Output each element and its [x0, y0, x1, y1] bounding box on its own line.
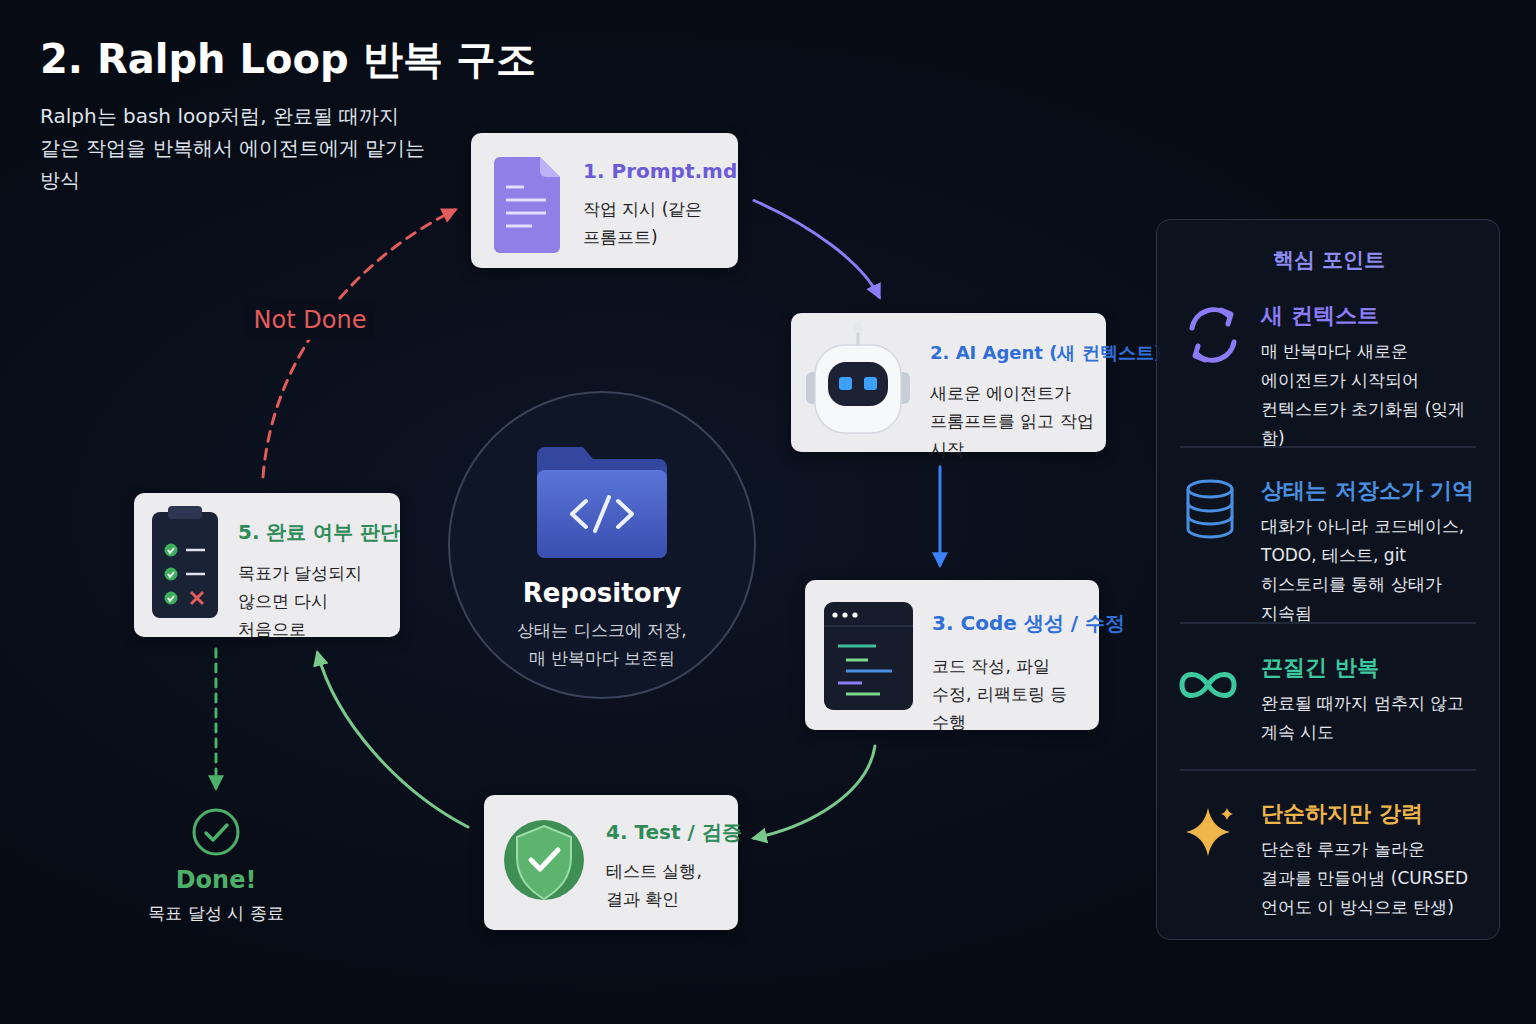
- flow-arrow: [754, 201, 879, 298]
- key-point-item: 단순하지만 강력단순한 루프가 놀라운 결과를 만들어냄 (CURSED 언어도…: [1181, 791, 1481, 936]
- node-body: 목표가 달성되지 않으면 다시 처음으로: [238, 559, 393, 643]
- node-heading: 1. Prompt.md: [583, 158, 733, 185]
- key-point-item: 끈질긴 반복완료될 때까지 멈추지 않고 계속 시도: [1181, 645, 1481, 765]
- node-body: 목표 달성 시 종료: [140, 902, 292, 925]
- end-state: Done! 목표 달성 시 종료: [140, 800, 292, 930]
- process-box: 1. Prompt.md 작업 지시 (같은 프롬프트): [471, 133, 738, 268]
- process-box: 2. AI Agent (새 컨텍스트)새로운 에이전트가 프롬프트를 읽고 작…: [791, 313, 1106, 452]
- node-body: 코드 작성, 파일 수정, 리팩토링 등 수행: [932, 652, 1092, 736]
- key-point-item: 상태는 저장소가 기억대화가 아니라 코드베이스, TODO, 테스트, git…: [1181, 468, 1481, 618]
- circle-shape: [449, 392, 755, 698]
- flow-arrow: [263, 210, 455, 477]
- diagram-title: 2. Ralph Loop 반복 구조: [40, 32, 536, 86]
- node-body: 작업 지시 (같은 프롬프트): [583, 195, 723, 251]
- node-heading: 새 컨텍스트: [1261, 301, 1476, 331]
- node-heading: 4. Test / 검증: [606, 819, 736, 846]
- diagram-caption: Ralph는 bash loop처럼, 완료될 때까지 같은 작업을 반복해서 …: [40, 100, 440, 196]
- node-heading: 단순하지만 강력: [1261, 799, 1476, 829]
- node-body: 상태는 디스크에 저장, 매 반복마다 보존됨: [507, 616, 697, 672]
- node-heading: Repository: [447, 576, 757, 611]
- node-body: 테스트 실행, 결과 확인: [606, 857, 731, 913]
- edge-label: Not Done: [246, 300, 375, 340]
- flow-arrow: [938, 467, 941, 565]
- node-heading: Done!: [140, 864, 292, 896]
- decision-box: 5. 완료 여부 판단목표가 달성되지 않으면 다시 처음으로: [134, 493, 400, 637]
- node-body: 대화가 아니라 코드베이스, TODO, 테스트, git 히스토리를 통해 상…: [1261, 512, 1476, 628]
- node-heading: 3. Code 생성 / 수정: [932, 610, 1097, 637]
- flow-arrow: [318, 653, 468, 827]
- node-heading: 2. AI Agent (새 컨텍스트): [930, 341, 1102, 365]
- node-body: 새로운 에이전트가 프롬프트를 읽고 작업 시작: [930, 379, 1100, 463]
- repository-circle: Repository 상태는 디스크에 저장, 매 반복마다 보존됨: [447, 390, 757, 700]
- node-body: 단순한 루프가 놀라운 결과를 만들어냄 (CURSED 언어도 이 방식으로 …: [1261, 835, 1476, 922]
- node-heading: 5. 완료 여부 판단: [238, 519, 398, 546]
- flow-arrow: [214, 649, 217, 788]
- done-check-icon: [194, 810, 238, 854]
- node-body: 완료될 때까지 멈추지 않고 계속 시도: [1261, 689, 1476, 747]
- key-point-item: 새 컨텍스트매 반복마다 새로운 에이전트가 시작되어 컨텍스트가 초기화됨 (…: [1181, 293, 1481, 443]
- process-box: 3. Code 생성 / 수정코드 작성, 파일 수정, 리팩토링 등 수행: [805, 580, 1099, 730]
- node-heading: 끈질긴 반복: [1261, 653, 1476, 683]
- node-heading: 상태는 저장소가 기억: [1261, 476, 1476, 506]
- node-heading: 핵심 포인트: [1157, 246, 1501, 274]
- flow-arrow: [754, 746, 875, 838]
- process-box: 4. Test / 검증테스트 실행, 결과 확인: [484, 795, 738, 930]
- node-body: 매 반복마다 새로운 에이전트가 시작되어 컨텍스트가 초기화됨 (잊게 함): [1261, 337, 1476, 453]
- key-points-panel: 핵심 포인트새 컨텍스트매 반복마다 새로운 에이전트가 시작되어 컨텍스트가 …: [1156, 219, 1500, 940]
